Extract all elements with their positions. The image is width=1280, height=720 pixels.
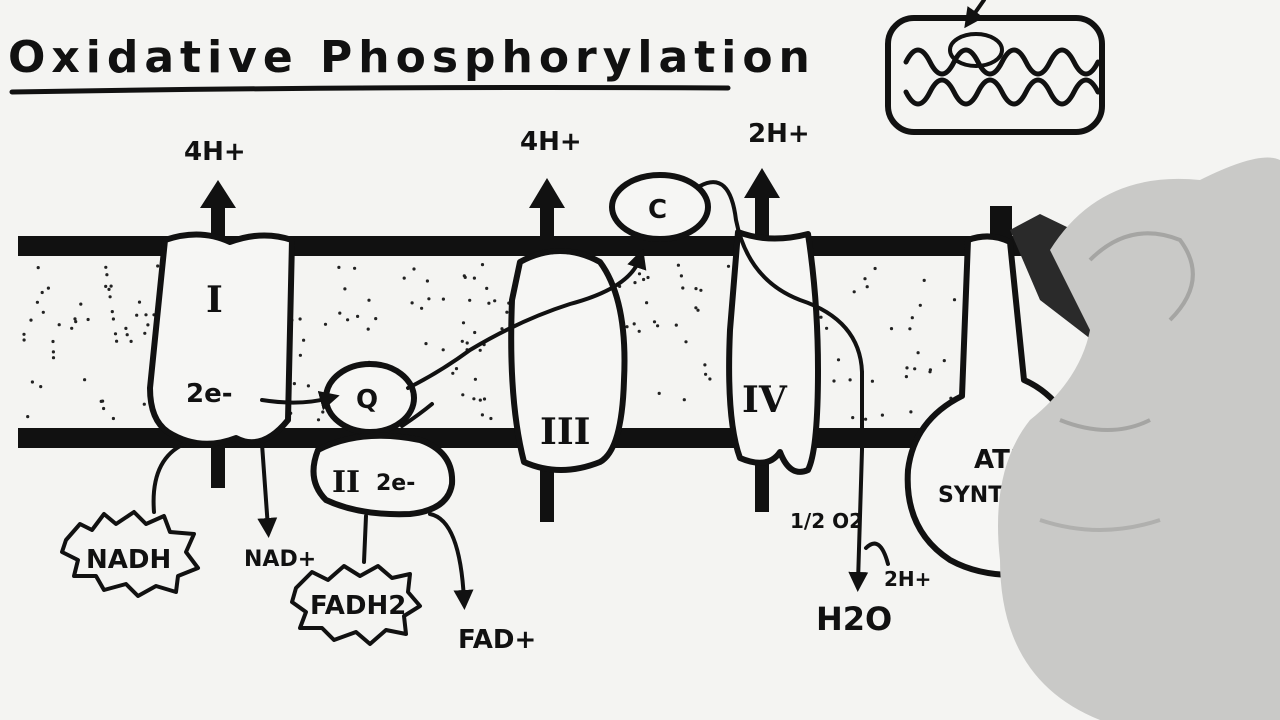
- proton-label-complex-3: 4H+: [520, 127, 582, 157]
- fad-label: FAD+: [458, 625, 536, 655]
- water-label: H2O: [816, 600, 892, 638]
- proton-in-label: 2H+: [884, 567, 931, 591]
- mitochondrion-icon: [888, 0, 1102, 132]
- complex-3-label: III: [540, 411, 591, 453]
- complex-2-electrons: 2e-: [376, 471, 415, 496]
- complex-1: [150, 234, 292, 443]
- nadh-label: NADH: [86, 545, 171, 575]
- substrate-arrows: [154, 444, 888, 600]
- nad-label: NAD+: [244, 547, 316, 572]
- complex-2-label: II: [332, 465, 360, 500]
- cytochrome-c-label: C: [648, 195, 667, 225]
- oxygen-label: 1/2 O2: [790, 509, 863, 533]
- title-underline: [12, 88, 728, 93]
- proton-label-complex-1: 4H+: [184, 137, 246, 167]
- fadh2-label: FADH2: [310, 591, 406, 621]
- page-title: Oxidative Phosphorylation: [8, 32, 816, 83]
- ubiquinone-label: Q: [356, 385, 378, 415]
- complex-4: [729, 232, 818, 472]
- complex-4-label: IV: [742, 379, 788, 421]
- complex-1-electrons: 2e-: [186, 379, 233, 409]
- hand-with-marker: [998, 158, 1280, 720]
- proton-label-complex-4: 2H+: [748, 119, 810, 149]
- complex-1-label: I: [206, 279, 223, 321]
